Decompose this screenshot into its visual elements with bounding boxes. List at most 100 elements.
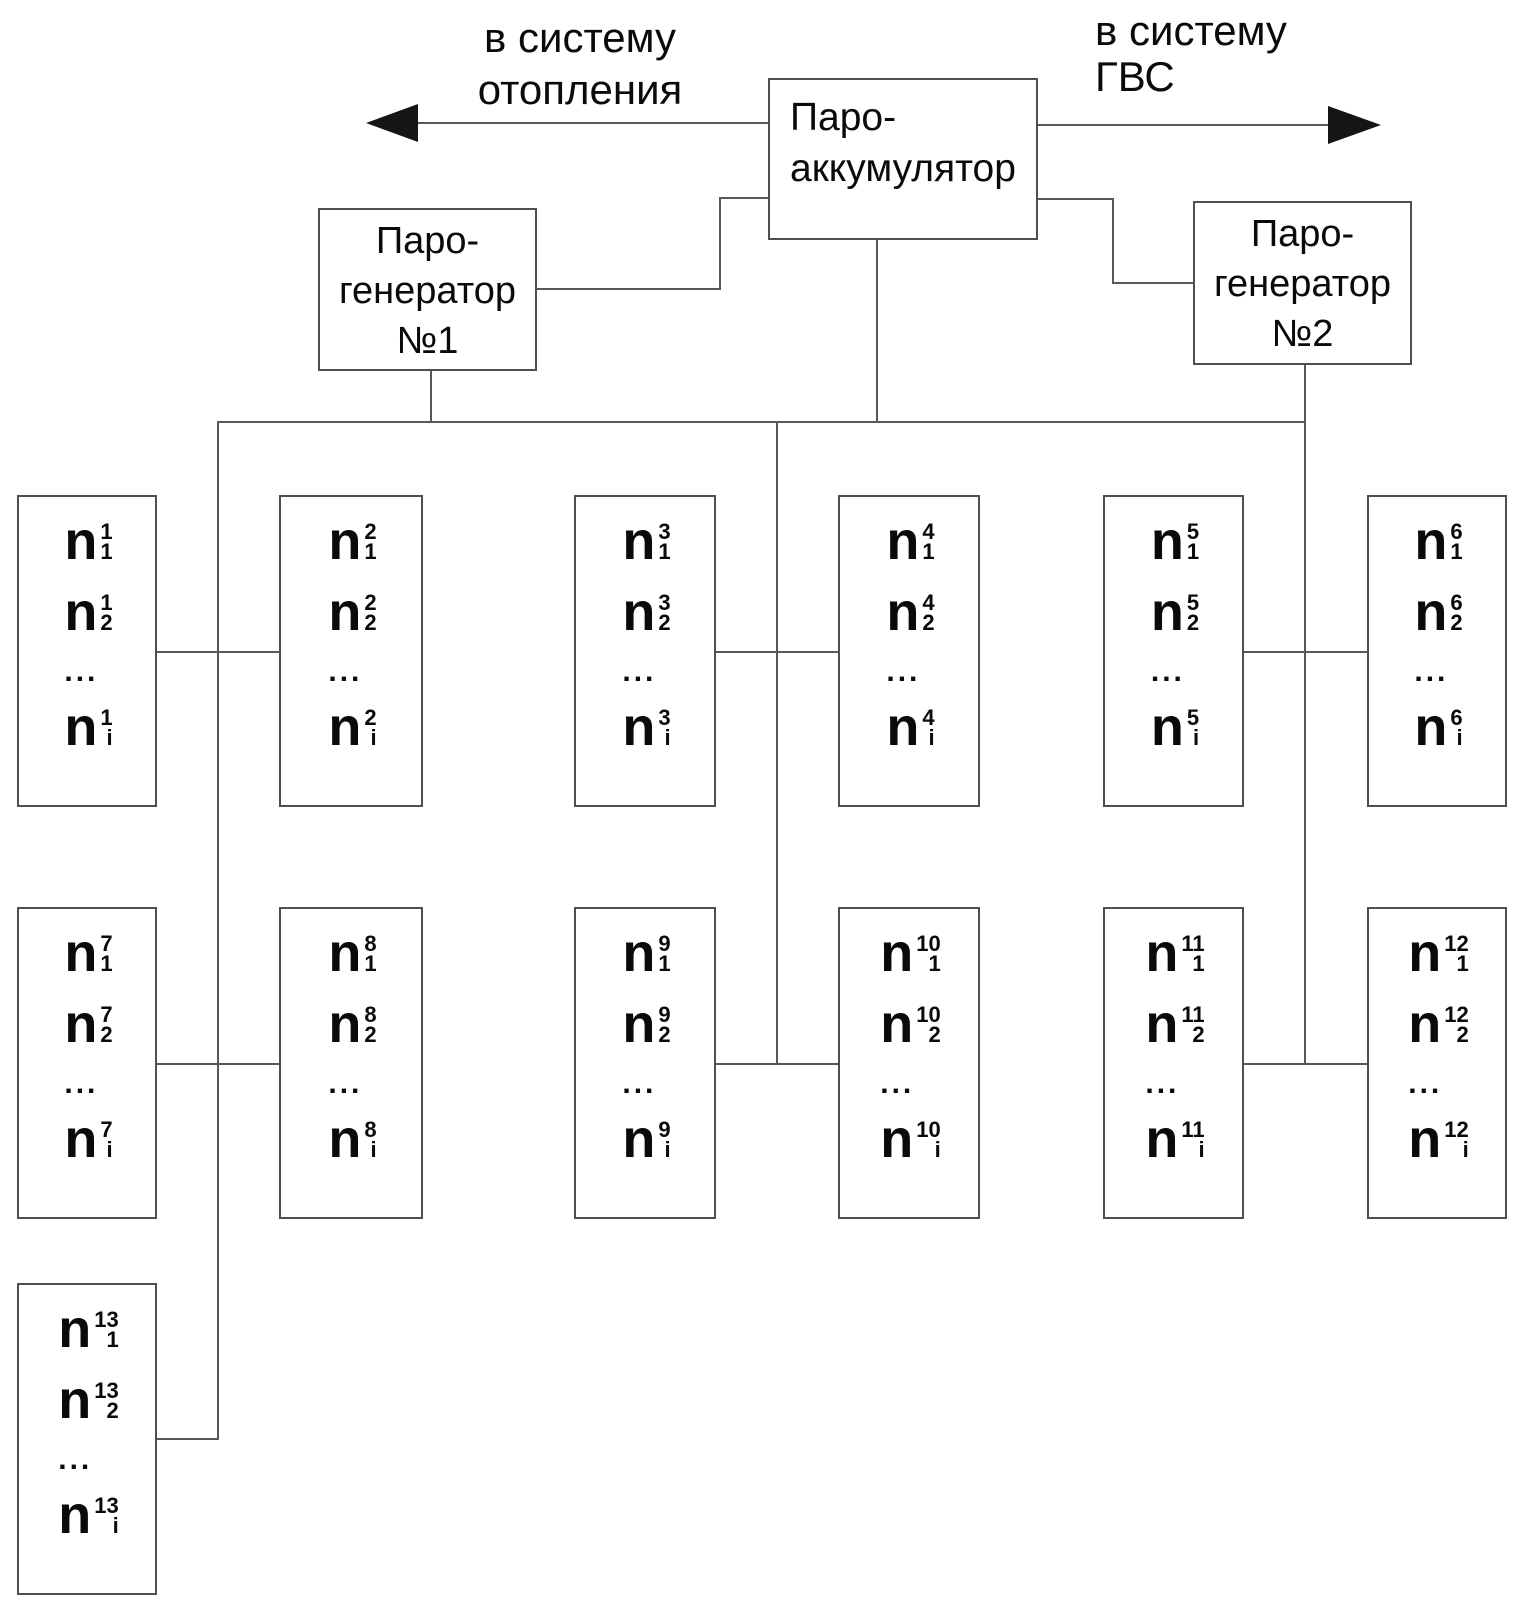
unit-symbol-superscript: 6 bbox=[1450, 590, 1463, 615]
unit-symbol-superscript: 10 bbox=[916, 1117, 941, 1142]
unit-symbol-subscript: 2 bbox=[928, 1022, 941, 1047]
unit-symbol-subscript: 1 bbox=[1450, 539, 1463, 564]
unit-symbol-base: n bbox=[622, 511, 656, 571]
unit-symbol-subscript: 1 bbox=[1456, 951, 1469, 976]
unit-symbol-base: n bbox=[64, 923, 98, 983]
unit-symbol-subscript: 1 bbox=[1192, 951, 1205, 976]
unit-symbol-base: n bbox=[1150, 697, 1184, 757]
unit-symbol-subscript: i bbox=[664, 725, 671, 750]
unit-symbol-subscript: i bbox=[928, 725, 935, 750]
unit-symbol-base: n bbox=[64, 994, 98, 1054]
unit-symbol-superscript: 12 bbox=[1444, 1117, 1469, 1142]
unit-symbol-base: n bbox=[1145, 994, 1179, 1054]
unit-symbol-base: n bbox=[64, 511, 98, 571]
unit-symbol-base: n bbox=[1408, 923, 1442, 983]
wire-accum-step-h bbox=[1038, 198, 1114, 200]
unit-symbol-subscript: 2 bbox=[658, 1022, 671, 1047]
steam-accumulator-label-line1: Паро- bbox=[790, 96, 897, 139]
unit-symbol-base: n bbox=[328, 697, 362, 757]
unit-symbol-subscript: i bbox=[1462, 1137, 1469, 1162]
ellipsis-label: ... bbox=[328, 655, 363, 688]
wire-accum-to-gen2 bbox=[1112, 282, 1193, 284]
unit-symbol-subscript: 1 bbox=[922, 539, 935, 564]
unit-symbol-subscript: 2 bbox=[1456, 1022, 1469, 1047]
unit-symbol-base: n bbox=[1150, 582, 1184, 642]
unit-symbol-superscript: 10 bbox=[916, 931, 941, 956]
unit-symbol-superscript: 11 bbox=[1181, 1117, 1205, 1142]
unit-symbol-subscript: 1 bbox=[364, 539, 377, 564]
unit-symbol-base: n bbox=[1150, 511, 1184, 571]
wire-gen1-down bbox=[430, 371, 432, 423]
unit-symbol-subscript: 2 bbox=[658, 610, 671, 635]
unit-symbol-base: n bbox=[1408, 994, 1442, 1054]
ellipsis-label: ... bbox=[58, 1443, 93, 1476]
unit-symbol-base: n bbox=[1145, 1109, 1179, 1169]
unit-symbol-subscript: i bbox=[1198, 1137, 1205, 1162]
unit-symbol-base: n bbox=[58, 1299, 92, 1359]
wire-gen2-drop bbox=[1304, 365, 1306, 1065]
unit-symbol-superscript: 1 bbox=[100, 705, 113, 730]
unit-symbol-base: n bbox=[622, 1109, 656, 1169]
unit-symbol-subscript: 1 bbox=[928, 951, 941, 976]
unit-symbol-superscript: 11 bbox=[1181, 1002, 1205, 1027]
ellipsis-label: ... bbox=[64, 655, 99, 688]
heating-system-label-line1: в систему bbox=[484, 14, 676, 61]
unit-symbol-subscript: i bbox=[370, 725, 377, 750]
unit-symbol-subscript: 2 bbox=[364, 610, 377, 635]
unit-symbol-subscript: i bbox=[934, 1137, 941, 1162]
unit-symbol-subscript: i bbox=[106, 725, 113, 750]
heating-system-label-line2: отопления bbox=[477, 66, 683, 113]
steam-generator-1-line3: №1 bbox=[396, 320, 459, 362]
unit-symbol-superscript: 13 bbox=[94, 1493, 119, 1518]
heating-system-label: в систему отопления bbox=[370, 12, 790, 116]
unit-symbol-superscript: 13 bbox=[94, 1378, 119, 1403]
unit-symbol-subscript: 2 bbox=[922, 610, 935, 635]
unit-symbol-base: n bbox=[880, 923, 914, 983]
unit-symbol-superscript: 12 bbox=[1444, 931, 1469, 956]
unit-symbol-superscript: 1 bbox=[100, 519, 113, 544]
unit-symbol-superscript: 8 bbox=[364, 931, 377, 956]
ellipsis-label: ... bbox=[1145, 1067, 1180, 1100]
unit-symbol-superscript: 5 bbox=[1186, 519, 1200, 544]
unit-symbol-subscript: i bbox=[106, 1137, 113, 1162]
wire-gen1-step-h bbox=[537, 288, 721, 290]
unit-symbol-subscript: 1 bbox=[100, 539, 113, 564]
unit-symbol-superscript: 4 bbox=[922, 519, 935, 544]
steam-accumulator-box: Паро- аккумулятор bbox=[768, 78, 1038, 240]
